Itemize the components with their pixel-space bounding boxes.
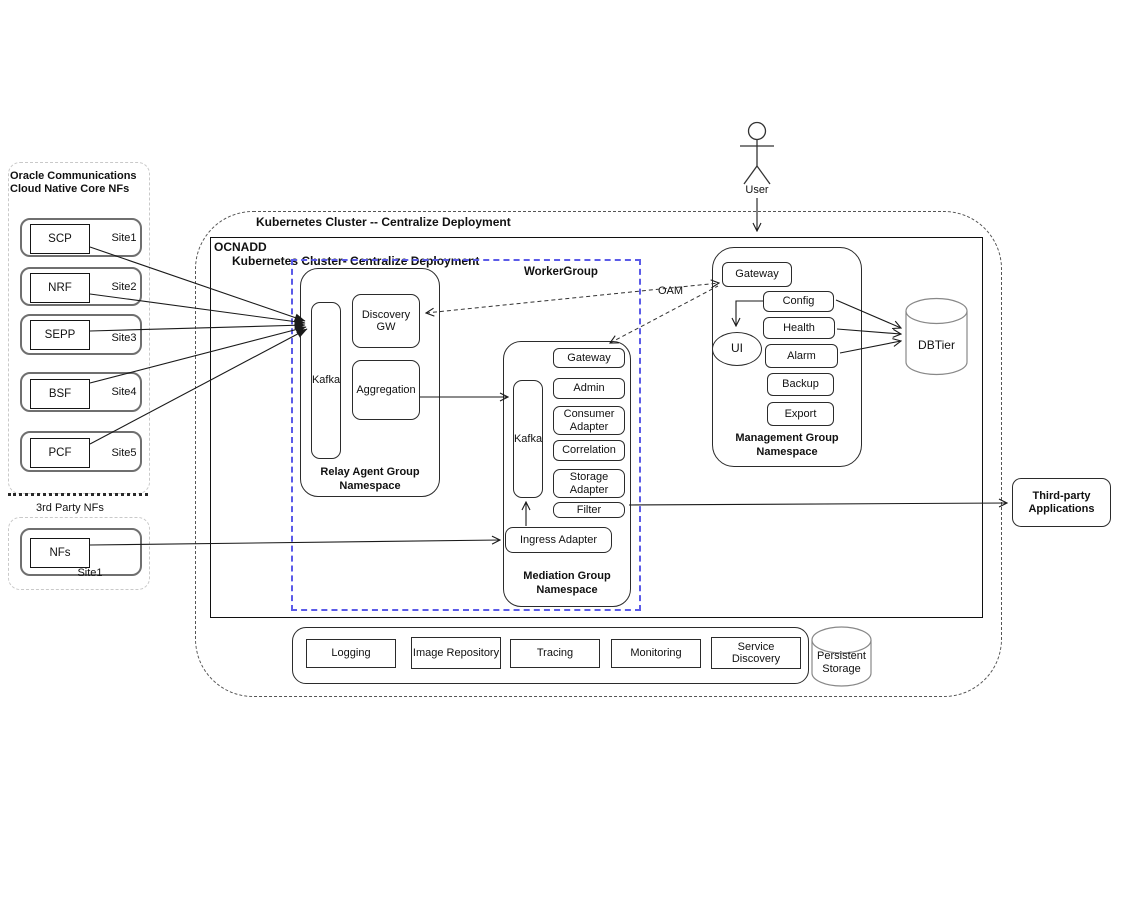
ui-ellipse: UI xyxy=(712,332,762,366)
kubernetes-cluster-label: Kubernetes Cluster -- Centralize Deploym… xyxy=(256,215,511,229)
core-nf-card-pcf: PCF Site5 xyxy=(20,431,142,472)
site-label: Site4 xyxy=(111,386,137,398)
alarm-box: Alarm xyxy=(765,344,838,368)
third-party-applications-box: Third-party Applications xyxy=(1012,478,1111,527)
third-party-separator xyxy=(8,493,148,496)
export-box: Export xyxy=(767,402,834,426)
nf-box: SEPP xyxy=(30,320,90,350)
site-label: Site1 xyxy=(77,567,103,579)
oam-label: OAM xyxy=(658,285,684,297)
aggregation-box: Aggregation xyxy=(352,360,420,420)
relay-kafka-box: Kafka xyxy=(311,302,341,459)
kubernetes-cluster-boundary xyxy=(195,211,1002,697)
tracing-box: Tracing xyxy=(510,639,600,668)
health-box: Health xyxy=(763,317,835,339)
mediation-group-label: Mediation Group Namespace xyxy=(523,570,611,596)
user-label: User xyxy=(745,184,769,196)
core-nf-card-scp: SCP Site1 xyxy=(20,218,142,257)
third-party-nfs-label: 3rd Party NFs xyxy=(36,502,104,514)
discovery-gw-box: Discovery GW xyxy=(352,294,420,348)
user-actor-icon xyxy=(740,121,774,185)
site-label: Site3 xyxy=(111,332,137,344)
nf-box: SCP xyxy=(30,224,90,254)
ocnadd-label: OCNADD xyxy=(214,240,267,254)
management-group-label: Management Group Namespace xyxy=(735,432,839,458)
dbtier-label: DBTier xyxy=(918,338,955,352)
mediation-filter-box: Filter xyxy=(553,502,625,518)
config-box: Config xyxy=(763,291,834,312)
ingress-adapter-box: Ingress Adapter xyxy=(505,527,612,553)
image-repository-box: Image Repository xyxy=(411,637,501,669)
third-party-group-outline xyxy=(8,517,150,590)
core-nf-card-sepp: SEPP Site3 xyxy=(20,314,142,355)
service-discovery-box: Service Discovery xyxy=(711,637,801,669)
site-label: Site2 xyxy=(111,281,137,293)
core-nf-card-bsf: BSF Site4 xyxy=(20,372,142,412)
relay-agent-group-label: Relay Agent Group Namespace xyxy=(320,466,420,492)
mediation-storage-adapter-box: Storage Adapter xyxy=(553,469,625,498)
nf-box: BSF xyxy=(30,379,90,409)
core-nfs-title: Oracle Communications Cloud Native Core … xyxy=(10,170,137,196)
site-label: Site5 xyxy=(111,447,137,459)
nf-box: PCF xyxy=(30,438,90,468)
third-party-nf-card: NFs Site1 xyxy=(20,528,142,579)
mediation-admin-box: Admin xyxy=(553,378,625,399)
persistent-storage-label: Persistent Storage xyxy=(817,650,866,676)
backup-box: Backup xyxy=(767,373,834,396)
core-nf-card-nrf: NRF Site2 xyxy=(20,267,142,306)
management-gateway-box: Gateway xyxy=(722,262,792,287)
worker-group-label: WorkerGroup xyxy=(524,266,598,278)
mediation-kafka-box: Kafka xyxy=(513,380,543,498)
mediation-consumer-adapter-box: Consumer Adapter xyxy=(553,406,625,435)
mediation-gateway-box: Gateway xyxy=(553,348,625,368)
nf-box: NFs xyxy=(30,538,90,568)
mediation-correlation-box: Correlation xyxy=(553,440,625,461)
site-label: Site1 xyxy=(111,232,137,244)
nf-box: NRF xyxy=(30,273,90,303)
monitoring-box: Monitoring xyxy=(611,639,701,668)
logging-box: Logging xyxy=(306,639,396,668)
